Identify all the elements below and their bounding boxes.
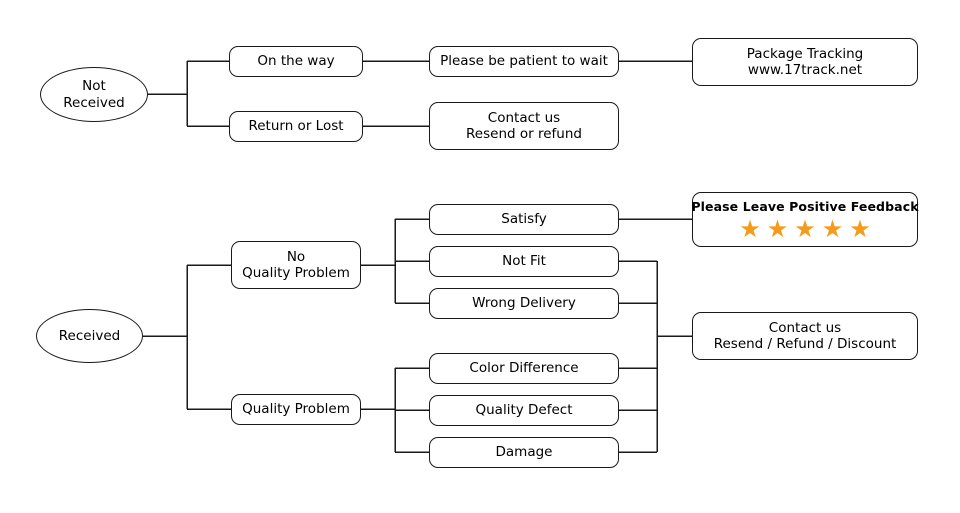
rating-stars[interactable]: ★ ★ ★ ★ ★ — [739, 217, 871, 241]
node-quality-problem-label: Quality Problem — [242, 401, 350, 418]
star-icon-5[interactable]: ★ — [849, 214, 871, 243]
node-please-be-patient[interactable]: Please be patient to wait — [429, 46, 619, 77]
node-damage[interactable]: Damage — [429, 437, 619, 468]
node-color-difference-label: Color Difference — [469, 360, 579, 377]
node-contact-resend-refund-label: Contact us Resend or refund — [466, 109, 582, 142]
node-on-the-way-label: On the way — [257, 53, 335, 70]
node-contact-resend-refund-discount-label: Contact us Resend / Refund / Discount — [713, 319, 897, 352]
node-wrong-delivery-label: Wrong Delivery — [472, 295, 576, 312]
feedback-title: Please Leave Positive Feedback — [691, 198, 919, 214]
node-received[interactable]: Received — [36, 309, 143, 363]
star-icon-3[interactable]: ★ — [794, 214, 816, 243]
star-icon-1[interactable]: ★ — [739, 214, 761, 243]
node-quality-defect-label: Quality Defect — [475, 402, 573, 419]
node-contact-resend-refund[interactable]: Contact us Resend or refund — [429, 102, 619, 150]
node-color-difference[interactable]: Color Difference — [429, 353, 619, 384]
node-satisfy-label: Satisfy — [501, 211, 547, 228]
node-not-fit-label: Not Fit — [502, 253, 546, 270]
node-return-or-lost[interactable]: Return or Lost — [229, 111, 363, 142]
node-package-tracking-label: Package Tracking www.17track.net — [746, 45, 864, 78]
node-quality-problem[interactable]: Quality Problem — [231, 394, 361, 425]
node-received-label: Received — [58, 327, 121, 344]
node-quality-defect[interactable]: Quality Defect — [429, 395, 619, 426]
star-icon-4[interactable]: ★ — [821, 214, 844, 243]
node-package-tracking[interactable]: Package Tracking www.17track.net — [692, 38, 918, 86]
node-damage-label: Damage — [495, 444, 553, 461]
node-contact-resend-refund-discount[interactable]: Contact us Resend / Refund / Discount — [692, 312, 918, 360]
node-not-received[interactable]: Not Received — [40, 67, 148, 122]
node-not-fit[interactable]: Not Fit — [429, 246, 619, 277]
node-not-received-line1: Not Received — [63, 78, 125, 111]
star-icon-2[interactable]: ★ — [766, 214, 789, 243]
node-on-the-way[interactable]: On the way — [229, 46, 363, 77]
node-no-quality-problem-label: No Quality Problem — [242, 248, 350, 281]
node-please-be-patient-label: Please be patient to wait — [440, 53, 608, 70]
node-satisfy[interactable]: Satisfy — [429, 204, 619, 235]
node-return-or-lost-label: Return or Lost — [248, 118, 344, 135]
node-positive-feedback[interactable]: Please Leave Positive Feedback ★ ★ ★ ★ ★ — [691, 192, 919, 247]
node-wrong-delivery[interactable]: Wrong Delivery — [429, 288, 619, 319]
node-no-quality-problem[interactable]: No Quality Problem — [231, 241, 361, 289]
